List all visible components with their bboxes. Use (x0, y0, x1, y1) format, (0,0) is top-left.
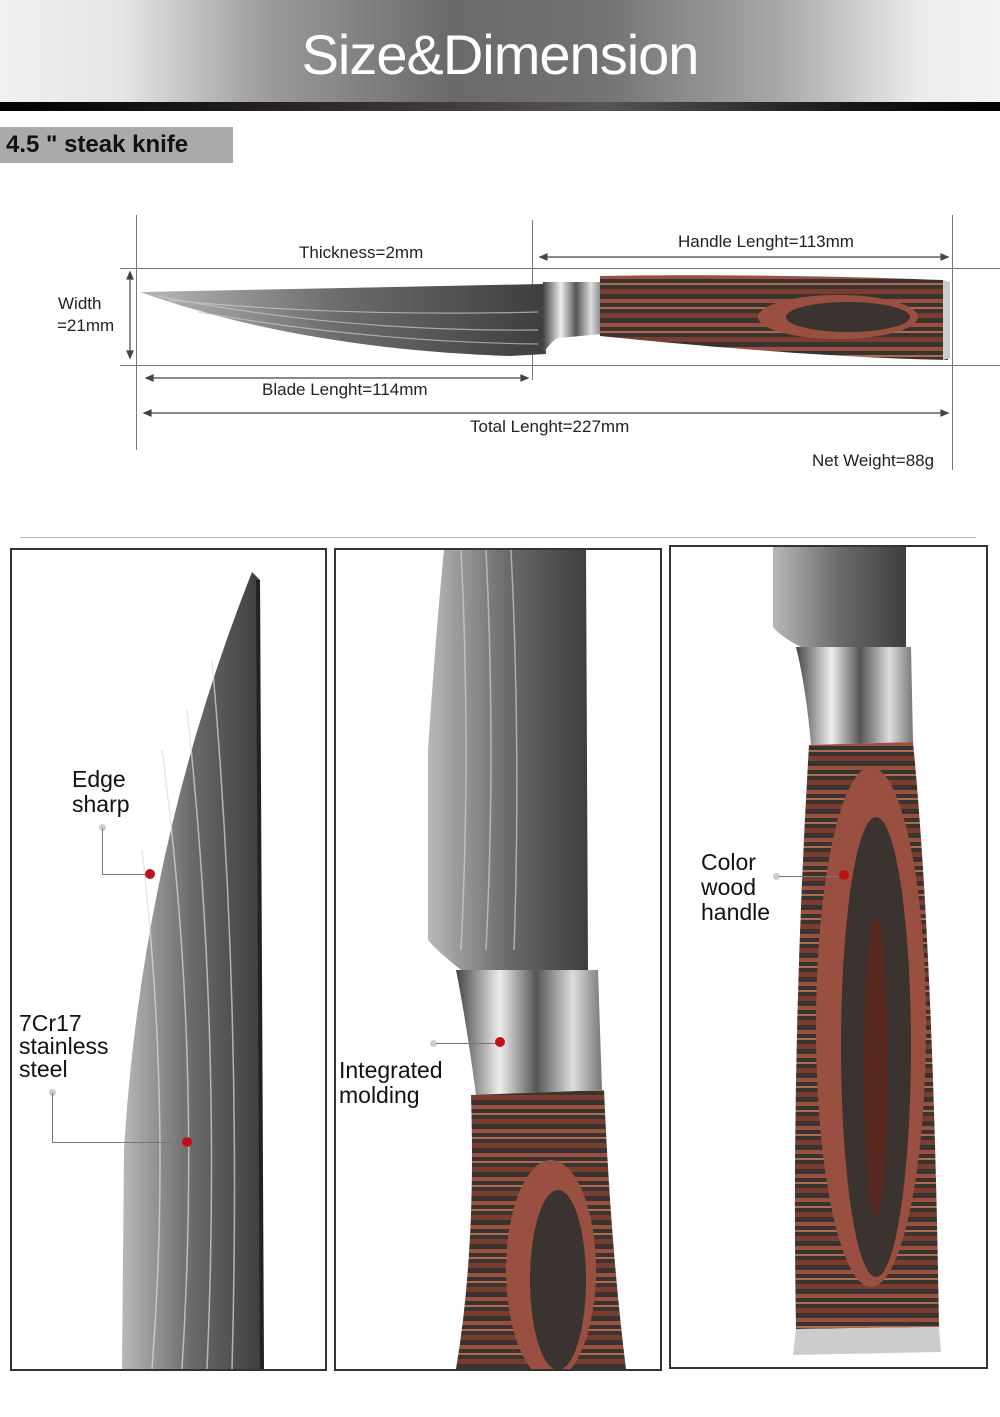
handle-length-label: Handle Lenght=113mm (678, 232, 854, 251)
panel-integrated-molding: Integrated molding (334, 548, 662, 1371)
width-label-line1: Width (58, 294, 102, 313)
thickness-label: Thickness=2mm (299, 243, 424, 262)
handle-closeup-image (773, 547, 941, 1355)
leader-line (779, 876, 841, 877)
guide-line-bottom (120, 365, 1000, 366)
page-title: Size&Dimension (301, 23, 700, 86)
leader-line (52, 1142, 184, 1143)
callout-line: steel (19, 1056, 68, 1082)
guide-line-top (120, 268, 1000, 269)
width-label-line2: =21mm (57, 316, 115, 335)
callout-line: sharp (72, 791, 130, 817)
model-label: 4.5 " steak knife (0, 127, 233, 163)
callout-anchor (49, 1089, 56, 1096)
blade-closeup-image (122, 572, 264, 1369)
header-underline (0, 102, 1000, 111)
callout-anchor (430, 1040, 437, 1047)
callout-line: Color (701, 849, 756, 875)
panel-blade-edge: Edge sharp 7Cr17 stainless steel (10, 548, 327, 1371)
panel-wood-handle: Color wood handle (669, 545, 988, 1369)
callout-anchor (773, 873, 780, 880)
bolster-closeup-image (428, 550, 626, 1369)
leader-line (102, 874, 147, 875)
blade-length-label: Blade Lenght=114mm (262, 380, 428, 399)
callout-color-wood-handle: Color wood handle (701, 850, 770, 925)
callout-dot (839, 870, 849, 880)
header-banner (0, 0, 1000, 102)
leader-line (102, 828, 103, 874)
callout-dot (495, 1037, 505, 1047)
callout-integrated-molding: Integrated molding (339, 1058, 443, 1108)
callout-line: wood (701, 874, 756, 900)
callout-dot (182, 1137, 192, 1147)
callout-anchor (99, 824, 106, 831)
total-length-label: Total Lenght=227mm (470, 417, 630, 436)
callout-line: Edge (72, 766, 126, 792)
callout-line: handle (701, 899, 771, 925)
callout-dot (145, 869, 155, 879)
callout-line: molding (339, 1082, 420, 1108)
guide-line-left (136, 215, 137, 450)
section-divider (20, 537, 976, 538)
leader-line (52, 1093, 53, 1142)
callout-line: Integrated (339, 1057, 443, 1083)
callout-steel: 7Cr17 stainless steel (19, 1012, 108, 1081)
net-weight-label: Net Weight=88g (812, 451, 935, 470)
guide-line-right (952, 215, 953, 470)
callout-edge-sharp: Edge sharp (72, 767, 130, 817)
knife-image (140, 275, 950, 360)
callout-line: 7Cr17 (19, 1010, 82, 1036)
callout-line: stainless (19, 1033, 109, 1059)
dimension-arrows (126, 253, 950, 417)
leader-line (436, 1043, 496, 1044)
